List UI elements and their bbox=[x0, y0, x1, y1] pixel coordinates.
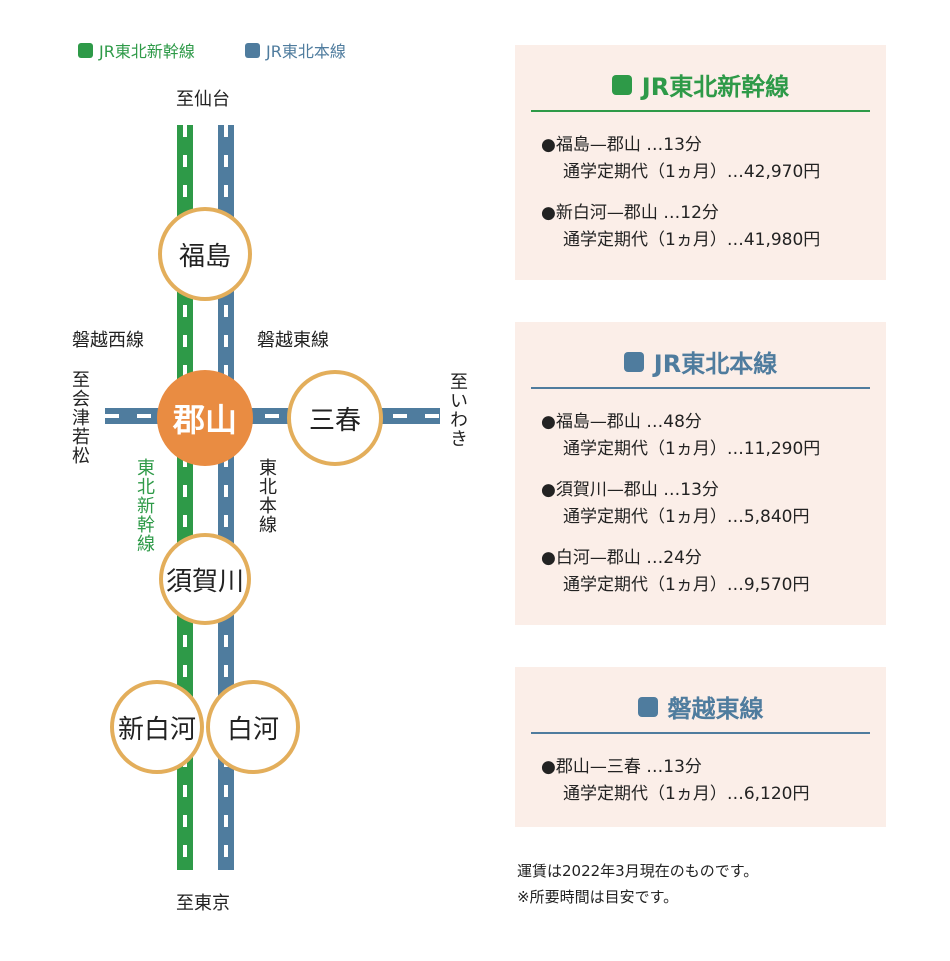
station-miharu: 三春 bbox=[287, 370, 383, 466]
time: …13分 bbox=[646, 135, 702, 155]
station-shinshirakawa: 新白河 bbox=[110, 680, 204, 774]
to-aizuwakamatsu-label: 至会津若松 bbox=[69, 370, 90, 465]
to-tokyo-label: 至東京 bbox=[176, 893, 230, 914]
legend-label: JR東北本線 bbox=[266, 42, 346, 61]
fare: 通学定期代（1ヵ月）…6,120円 bbox=[563, 784, 810, 804]
fare: 通学定期代（1ヵ月）…41,980円 bbox=[563, 230, 821, 250]
fare-entry: ●白河—郡山 …24分 通学定期代（1ヵ月）…9,570円 bbox=[541, 545, 886, 599]
note-fare-date: 運賃は2022年3月現在のものです。 bbox=[517, 862, 759, 880]
panel-square-icon bbox=[611, 74, 632, 95]
panel-title: JR東北新幹線 bbox=[641, 73, 790, 101]
legend-swatch-green bbox=[78, 42, 93, 58]
legend-shinkansen: JR東北新幹線 bbox=[78, 38, 195, 62]
banetsu-west-label: 磐越西線 bbox=[72, 330, 144, 351]
honsen-track bbox=[218, 125, 234, 870]
fare: 通学定期代（1ヵ月）…9,570円 bbox=[563, 575, 810, 595]
station-sukagawa: 須賀川 bbox=[159, 533, 251, 625]
fare: 通学定期代（1ヵ月）…42,970円 bbox=[563, 162, 821, 182]
panel-shinkansen: JR東北新幹線 ●福島—郡山 …13分 通学定期代（1ヵ月）…42,970円 ●… bbox=[515, 45, 886, 280]
panel-title: 磐越東線 bbox=[667, 695, 764, 723]
legend-label: JR東北新幹線 bbox=[99, 42, 195, 61]
route: ●新白河—郡山 bbox=[541, 203, 658, 223]
to-sendai-label: 至仙台 bbox=[176, 89, 230, 110]
fare: 通学定期代（1ヵ月）…5,840円 bbox=[563, 507, 810, 527]
route-map bbox=[105, 125, 440, 870]
shinkansen-track bbox=[177, 125, 193, 870]
time: …24分 bbox=[646, 548, 702, 568]
banetsu-east-label: 磐越東線 bbox=[257, 330, 329, 351]
fare: 通学定期代（1ヵ月）…11,290円 bbox=[563, 439, 821, 459]
note-time-estimate: ※所要時間は目安です。 bbox=[517, 888, 679, 906]
time: …13分 bbox=[646, 757, 702, 777]
banetsu-line bbox=[105, 408, 440, 424]
route: ●福島—郡山 bbox=[541, 135, 641, 155]
legend-honsen: JR東北本線 bbox=[245, 38, 346, 62]
station-fukushima: 福島 bbox=[158, 207, 252, 301]
panel-banetsu: 磐越東線 ●郡山—三春 …13分 通学定期代（1ヵ月）…6,120円 bbox=[515, 667, 886, 827]
fare-entry: ●須賀川—郡山 …13分 通学定期代（1ヵ月）…5,840円 bbox=[541, 477, 886, 531]
station-koriyama: 郡山 bbox=[157, 370, 253, 466]
station-shirakawa: 白河 bbox=[206, 680, 300, 774]
fare-entry: ●福島—郡山 …48分 通学定期代（1ヵ月）…11,290円 bbox=[541, 409, 886, 463]
route: ●白河—郡山 bbox=[541, 548, 641, 568]
route: ●須賀川—郡山 bbox=[541, 480, 658, 500]
route: ●福島—郡山 bbox=[541, 412, 641, 432]
fare-entry: ●福島—郡山 …13分 通学定期代（1ヵ月）…42,970円 bbox=[541, 132, 886, 186]
shinkansen-vertical-label: 東北新幹線 bbox=[134, 458, 155, 553]
fare-entry: ●郡山—三春 …13分 通学定期代（1ヵ月）…6,120円 bbox=[541, 754, 886, 808]
fare-entry: ●新白河—郡山 …12分 通学定期代（1ヵ月）…41,980円 bbox=[541, 200, 886, 254]
panel-header: 磐越東線 bbox=[531, 689, 870, 734]
panel-square-icon bbox=[623, 351, 644, 372]
panel-title: JR東北本線 bbox=[653, 350, 778, 378]
panel-header: JR東北本線 bbox=[531, 344, 870, 389]
panel-honsen: JR東北本線 ●福島—郡山 …48分 通学定期代（1ヵ月）…11,290円 ●須… bbox=[515, 322, 886, 625]
time: …13分 bbox=[663, 480, 719, 500]
legend-swatch-blue bbox=[245, 42, 260, 58]
route: ●郡山—三春 bbox=[541, 757, 641, 777]
panel-header: JR東北新幹線 bbox=[531, 67, 870, 112]
panel-square-icon bbox=[637, 696, 658, 717]
time: …48分 bbox=[646, 412, 702, 432]
to-iwaki-label: 至いわき bbox=[447, 372, 468, 448]
honsen-vertical-label: 東北本線 bbox=[256, 458, 277, 534]
time: …12分 bbox=[663, 203, 719, 223]
